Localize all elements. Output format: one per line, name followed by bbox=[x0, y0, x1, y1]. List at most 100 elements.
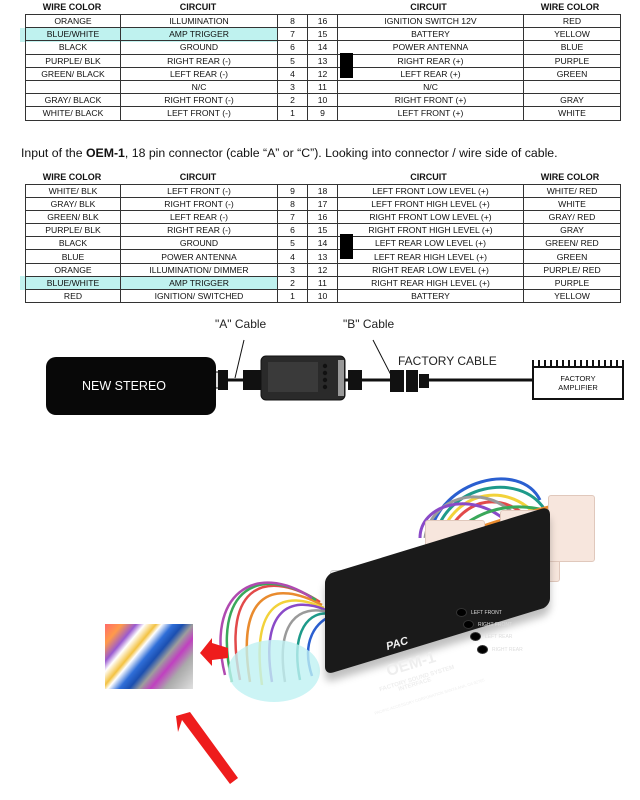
pin-number-right: 11 bbox=[307, 79, 338, 95]
b-cable-pointer bbox=[372, 339, 392, 376]
circuit-right: RIGHT REAR HIGH LEVEL (+) bbox=[337, 275, 524, 290]
circuit-left: RIGHT REAR (-) bbox=[120, 223, 278, 238]
pin-number-left: 4 bbox=[277, 66, 308, 81]
new-stereo-box: NEW STEREO bbox=[46, 357, 216, 415]
pin-number-right: 11 bbox=[307, 275, 338, 290]
pin-number-right: 16 bbox=[307, 13, 338, 29]
top-pinout-table-section: WIRE COLOR CIRCUIT CIRCUIT WIRE COLOR OR… bbox=[0, 0, 640, 130]
pin-number-left: 8 bbox=[277, 13, 308, 29]
pin-number-left: 5 bbox=[277, 53, 308, 68]
pin-number-left: 1 bbox=[277, 106, 308, 121]
b-cable-connector-left bbox=[348, 370, 362, 390]
circuit-right: LEFT REAR HIGH LEVEL (+) bbox=[337, 249, 524, 264]
wire-color-left: WHITE/ BLACK bbox=[25, 106, 121, 121]
circuit-right: LEFT FRONT LOW LEVEL (+) bbox=[337, 183, 524, 199]
pin-group-marker bbox=[340, 234, 353, 259]
circuit-right: IGNITION SWITCH 12V bbox=[337, 13, 524, 29]
wire-color-left: GREEN/ BLK bbox=[25, 210, 121, 225]
wire-color-left: BLUE/WHITE bbox=[25, 27, 121, 42]
cable-diagram: NEW STEREO "A" Cable "B" Cable FACTORY C… bbox=[30, 310, 630, 420]
circuit-right: POWER ANTENNA bbox=[337, 40, 524, 55]
pin-group-marker bbox=[340, 53, 353, 78]
wire-color-left bbox=[25, 79, 121, 95]
pin-number-right: 14 bbox=[307, 236, 338, 251]
b-cable-label: "B" Cable bbox=[343, 317, 395, 331]
led-right-front: RIGHT FRONT bbox=[463, 620, 512, 629]
circuit-left: LEFT REAR (-) bbox=[120, 66, 278, 81]
wire-color-right: GREEN bbox=[523, 66, 621, 81]
wire-color-left: BLUE bbox=[25, 249, 121, 264]
amplifier-label-line2: AMPLIFIER bbox=[558, 383, 598, 392]
a-cable-connector bbox=[243, 370, 261, 390]
header-circuit-right: CIRCUIT bbox=[410, 172, 447, 182]
circuit-left: AMP TRIGGER bbox=[120, 27, 278, 42]
factory-amplifier-box: FACTORY AMPLIFIER bbox=[532, 366, 624, 400]
led-icon bbox=[456, 608, 467, 617]
pin-number-left: 7 bbox=[277, 210, 308, 225]
circuit-left: LEFT FRONT (-) bbox=[120, 106, 278, 121]
amplifier-label-line1: FACTORY bbox=[560, 374, 596, 383]
circuit-right: RIGHT FRONT LOW LEVEL (+) bbox=[337, 210, 524, 225]
wire-color-right: GREEN/ RED bbox=[523, 236, 621, 251]
pin-number-right: 13 bbox=[307, 53, 338, 68]
circuit-right: RIGHT FRONT (+) bbox=[337, 93, 524, 108]
pin-number-left: 3 bbox=[277, 262, 308, 277]
factory-plug bbox=[419, 374, 429, 388]
circuit-right: LEFT REAR LOW LEVEL (+) bbox=[337, 236, 524, 251]
pin-number-right: 16 bbox=[307, 210, 338, 225]
header-wire-color-left: WIRE COLOR bbox=[42, 2, 102, 12]
wire-color-left: WHITE/ BLK bbox=[25, 183, 121, 199]
wire-color-left: ORANGE bbox=[25, 262, 121, 277]
circuit-left: RIGHT FRONT (-) bbox=[120, 197, 278, 212]
pin-number-left: 9 bbox=[277, 183, 308, 199]
wire-color-left: RED bbox=[25, 288, 121, 303]
led-left-rear: LEFT REAR bbox=[470, 632, 512, 641]
product-photo: PAC OEM-1 FACTORY SOUND SYSTEM INTERFACE… bbox=[0, 420, 640, 800]
pin-number-right: 14 bbox=[307, 40, 338, 55]
wire-color-left: GRAY/ BLK bbox=[25, 197, 121, 212]
led-label: LEFT REAR bbox=[485, 633, 513, 640]
wire-color-right: YELLOW bbox=[523, 27, 621, 42]
circuit-right: BATTERY bbox=[337, 288, 524, 303]
led-right-rear: RIGHT REAR bbox=[477, 645, 523, 654]
circuit-right: BATTERY bbox=[337, 27, 524, 42]
circuit-left: GROUND bbox=[120, 236, 278, 251]
wire-color-right: PURPLE/ RED bbox=[523, 262, 621, 277]
wire-color-left: GREEN/ BLACK bbox=[25, 66, 121, 81]
new-stereo-label: NEW STEREO bbox=[81, 379, 167, 393]
stereo-plug-collar bbox=[218, 370, 228, 390]
wire-color-left: ORANGE bbox=[25, 13, 121, 29]
wire-color-left: PURPLE/ BLK bbox=[25, 223, 121, 238]
circuit-right: LEFT REAR (+) bbox=[337, 66, 524, 81]
arrow-left bbox=[200, 638, 228, 666]
wire-color-right: WHITE/ RED bbox=[523, 183, 621, 199]
led-label: RIGHT FRONT bbox=[478, 621, 513, 628]
pin-number-left: 1 bbox=[277, 288, 308, 303]
zoomed-wire-inset bbox=[105, 624, 193, 689]
pin-number-right: 17 bbox=[307, 197, 338, 212]
circuit-left: IGNITION/ SWITCHED bbox=[120, 288, 278, 303]
pin-number-right: 10 bbox=[307, 93, 338, 108]
header-circuit-left: CIRCUIT bbox=[179, 2, 217, 12]
pin-number-left: 6 bbox=[277, 223, 308, 238]
amplifier-heatsink-fins bbox=[532, 360, 624, 367]
circuit-left: RIGHT FRONT (-) bbox=[120, 93, 278, 108]
circuit-right: LEFT FRONT (+) bbox=[337, 106, 524, 121]
pin-number-right: 15 bbox=[307, 27, 338, 42]
header-wire-color-right: WIRE COLOR bbox=[540, 172, 600, 182]
